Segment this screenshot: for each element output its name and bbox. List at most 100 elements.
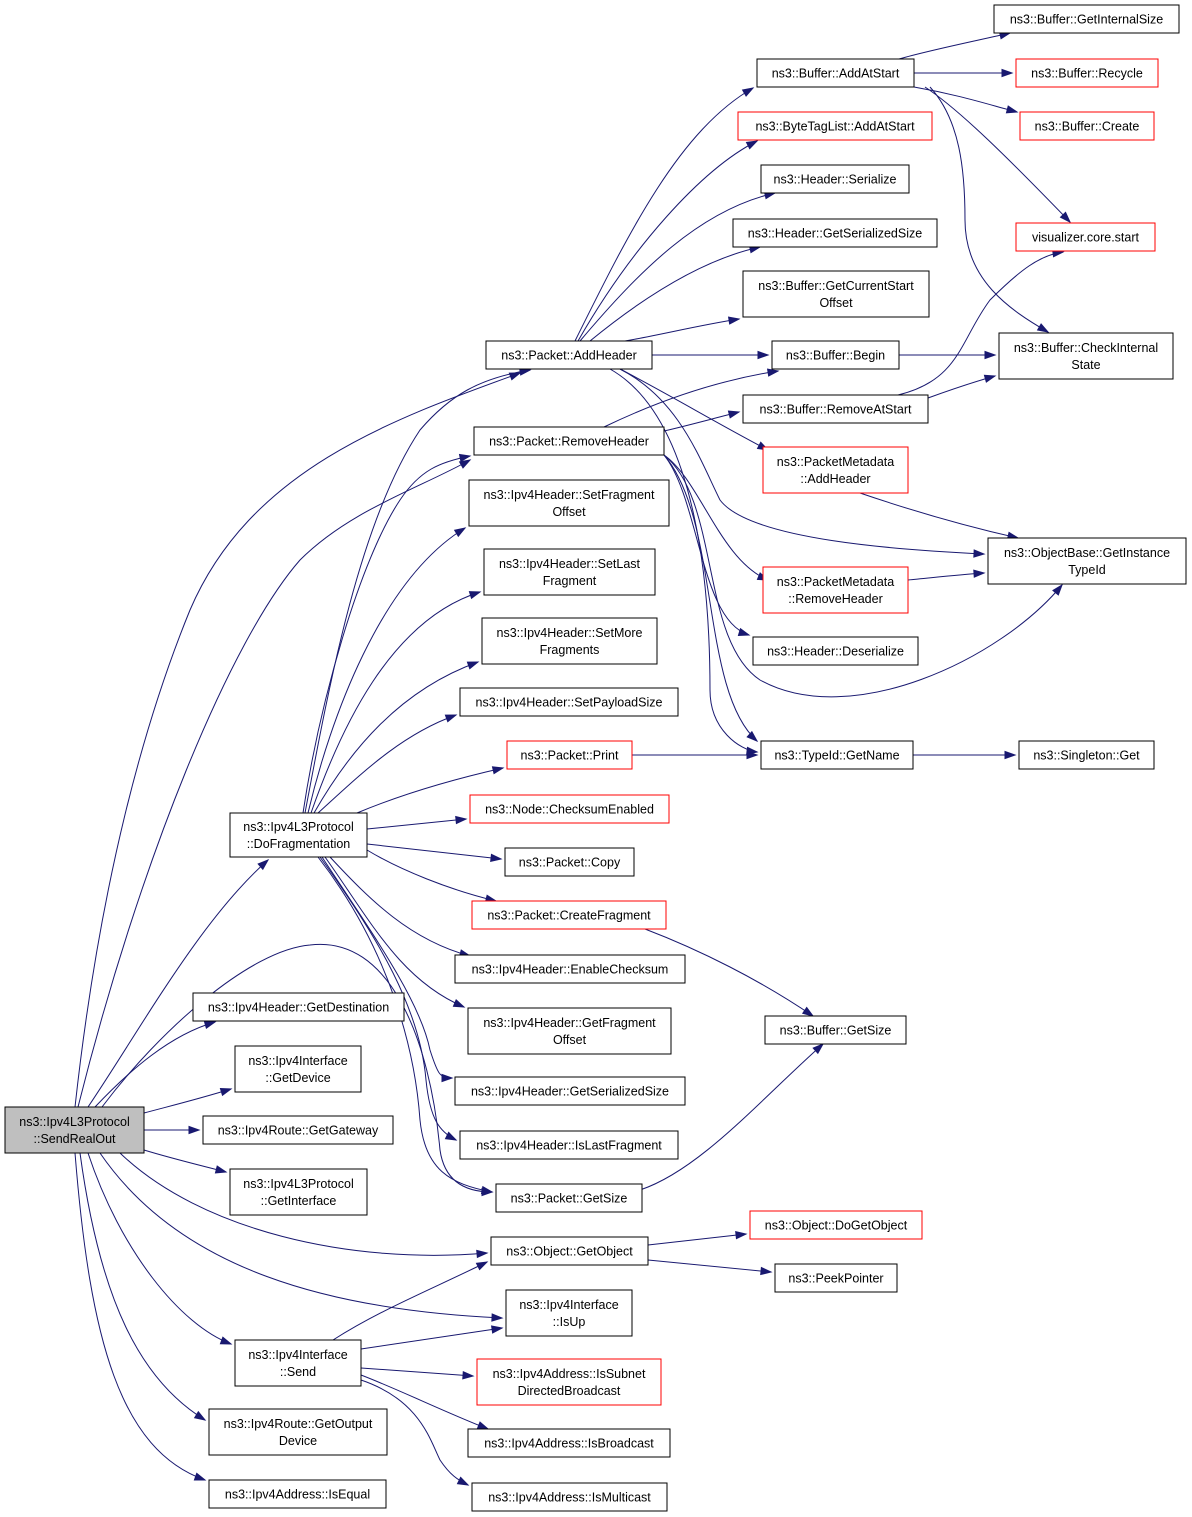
arrowhead-dofrag-to-getfragoff [452, 999, 466, 1008]
node-bytetag[interactable]: ns3::ByteTagList::AddAtStart [737, 111, 933, 141]
node-bufinternal[interactable]: ns3::Buffer::GetInternalSize [993, 4, 1180, 34]
node-addreq[interactable]: ns3::Ipv4Address::IsEqual [208, 1479, 387, 1509]
node-islastfrag-label-0: ns3::Ipv4Header::IsLastFragment [476, 1139, 662, 1153]
node-enablecs[interactable]: ns3::Ipv4Header::EnableChecksum [454, 954, 686, 984]
node-pktcopy-box [504, 847, 635, 877]
node-peekptr[interactable]: ns3::PeekPointer [774, 1263, 898, 1293]
node-isbc[interactable]: ns3::Ipv4Address::IsBroadcast [467, 1428, 671, 1458]
node-bufgetsize[interactable]: ns3::Buffer::GetSize [764, 1015, 907, 1045]
edge-root-to-isup [99, 1152, 503, 1319]
node-getsersize4[interactable]: ns3::Ipv4Header::GetSerializedSize [454, 1076, 686, 1106]
node-singleton[interactable]: ns3::Singleton::Get [1018, 740, 1155, 770]
edge-addheader-to-typeidname [609, 368, 758, 753]
node-bytetag-box [737, 111, 933, 141]
arrowhead-root-to-routegw [188, 1125, 201, 1135]
node-typeidname[interactable]: ns3::TypeId::GetName [760, 740, 914, 770]
node-ifsend-label-1: ::Send [280, 1365, 316, 1379]
node-pmremoveheader[interactable]: ns3::PacketMetadata::RemoveHeader [762, 566, 909, 614]
node-getdest-label-0: ns3::Ipv4Header::GetDestination [208, 1001, 389, 1015]
node-setmore-box [481, 617, 658, 665]
node-createfrag[interactable]: ns3::Packet::CreateFragment [471, 900, 667, 930]
node-setpayload[interactable]: ns3::Ipv4Header::SetPayloadSize [459, 687, 679, 717]
node-pktprint[interactable]: ns3::Packet::Print [506, 740, 633, 770]
edge-addheader-to-hdrser [579, 192, 776, 342]
edge-dofrag-to-getsersize4 [321, 856, 453, 1079]
node-isup-box [505, 1289, 633, 1337]
node-islastfrag-box [459, 1130, 679, 1160]
edge-ifsend-to-subnetbc [360, 1367, 474, 1377]
node-pktgetsize[interactable]: ns3::Packet::GetSize [495, 1183, 643, 1213]
node-dogetobject-box [749, 1210, 923, 1240]
edge-dofrag-to-checksum [366, 818, 467, 830]
node-getobject[interactable]: ns3::Object::GetObject [490, 1236, 649, 1266]
edge-addheader-to-bufaddatstart [574, 87, 754, 342]
node-dofrag[interactable]: ns3::Ipv4L3Protocol::DoFragmentation [229, 812, 368, 858]
edge-root-to-addheader [74, 372, 521, 1108]
node-removeheader[interactable]: ns3::Packet::RemoveHeader [473, 426, 665, 456]
node-isup[interactable]: ns3::Ipv4Interface::IsUp [505, 1289, 633, 1337]
node-bufbegin[interactable]: ns3::Buffer::Begin [771, 340, 900, 370]
node-bufrecycle-box [1015, 58, 1159, 88]
node-pmremoveheader-label-0: ns3::PacketMetadata [777, 575, 894, 589]
node-pmaddheader-label-0: ns3::PacketMetadata [777, 455, 894, 469]
node-dogetobject[interactable]: ns3::Object::DoGetObject [749, 1210, 923, 1240]
node-islastfrag[interactable]: ns3::Ipv4Header::IsLastFragment [459, 1130, 679, 1160]
node-bufremove-box [742, 394, 929, 424]
node-removeheader-label-0: ns3::Packet::RemoveHeader [489, 435, 649, 449]
edge-dofrag-to-setpayload [317, 714, 457, 814]
edge-root-to-removeheader [77, 459, 471, 1108]
node-root-label-0: ns3::Ipv4L3Protocol [19, 1115, 130, 1129]
node-root[interactable]: ns3::Ipv4L3Protocol::SendRealOut [4, 1106, 145, 1154]
node-ismc[interactable]: ns3::Ipv4Address::IsMulticast [471, 1482, 668, 1512]
node-bufrecycle[interactable]: ns3::Buffer::Recycle [1015, 58, 1159, 88]
node-bufcurstart-box [742, 270, 930, 318]
edge-addheader-to-pmaddheader [619, 368, 769, 451]
node-routegw-label-0: ns3::Ipv4Route::GetGateway [218, 1124, 379, 1138]
node-checksum[interactable]: ns3::Node::ChecksumEnabled [469, 794, 670, 824]
node-bytetag-label-0: ns3::ByteTagList::AddAtStart [755, 120, 915, 134]
node-peekptr-label-0: ns3::PeekPointer [788, 1272, 883, 1286]
node-getfragoff-box [467, 1007, 672, 1055]
arrowhead-createfrag-to-bufgetsize [801, 1006, 815, 1017]
node-getsersize4-label-0: ns3::Ipv4Header::GetSerializedSize [471, 1085, 669, 1099]
node-hdrser[interactable]: ns3::Header::Serialize [760, 164, 910, 194]
node-pktgetsize-box [495, 1183, 643, 1213]
node-checksum-label-0: ns3::Node::ChecksumEnabled [485, 803, 654, 817]
node-routegw[interactable]: ns3::Ipv4Route::GetGateway [202, 1115, 394, 1145]
node-bufaddatstart[interactable]: ns3::Buffer::AddAtStart [756, 58, 915, 88]
node-viz[interactable]: visualizer.core.start [1015, 222, 1156, 252]
node-ifgetdev[interactable]: ns3::Ipv4Interface::GetDevice [234, 1045, 362, 1093]
node-hdrgetser[interactable]: ns3::Header::GetSerializedSize [732, 218, 938, 248]
node-addreq-box [208, 1479, 387, 1509]
edge-root-to-getdest [94, 1021, 216, 1108]
node-pktcopy[interactable]: ns3::Packet::Copy [504, 847, 635, 877]
node-l3getif[interactable]: ns3::Ipv4L3Protocol::GetInterface [229, 1168, 368, 1216]
node-addheader[interactable]: ns3::Packet::AddHeader [485, 340, 653, 370]
node-bufcreate[interactable]: ns3::Buffer::Create [1019, 111, 1155, 141]
node-setlast-box [483, 548, 656, 596]
node-bufinternal-label-0: ns3::Buffer::GetInternalSize [1010, 13, 1163, 27]
node-createfrag-box [471, 900, 667, 930]
node-bufgetsize-label-0: ns3::Buffer::GetSize [780, 1024, 892, 1038]
edge-dofrag-to-addheader [304, 369, 531, 814]
arrowhead-root-to-routeout [193, 1410, 207, 1421]
edge-dofrag-to-pktcopy [366, 843, 502, 860]
node-hdrdeser[interactable]: ns3::Header::Deserialize [752, 636, 919, 666]
node-getdest[interactable]: ns3::Ipv4Header::GetDestination [192, 992, 405, 1022]
node-bufremove[interactable]: ns3::Buffer::RemoveAtStart [742, 394, 929, 424]
edge-removeheader-to-typeidname [663, 454, 758, 742]
node-pmaddheader[interactable]: ns3::PacketMetadata::AddHeader [762, 446, 909, 494]
node-ifsend[interactable]: ns3::Ipv4Interface::Send [234, 1339, 362, 1387]
node-subnetbc[interactable]: ns3::Ipv4Address::IsSubnetDirectedBroadc… [476, 1358, 662, 1406]
arrowhead-ifsend-to-isup [490, 1325, 504, 1334]
arrowhead-root-to-l3getif [214, 1165, 228, 1174]
node-routegw-box [202, 1115, 394, 1145]
